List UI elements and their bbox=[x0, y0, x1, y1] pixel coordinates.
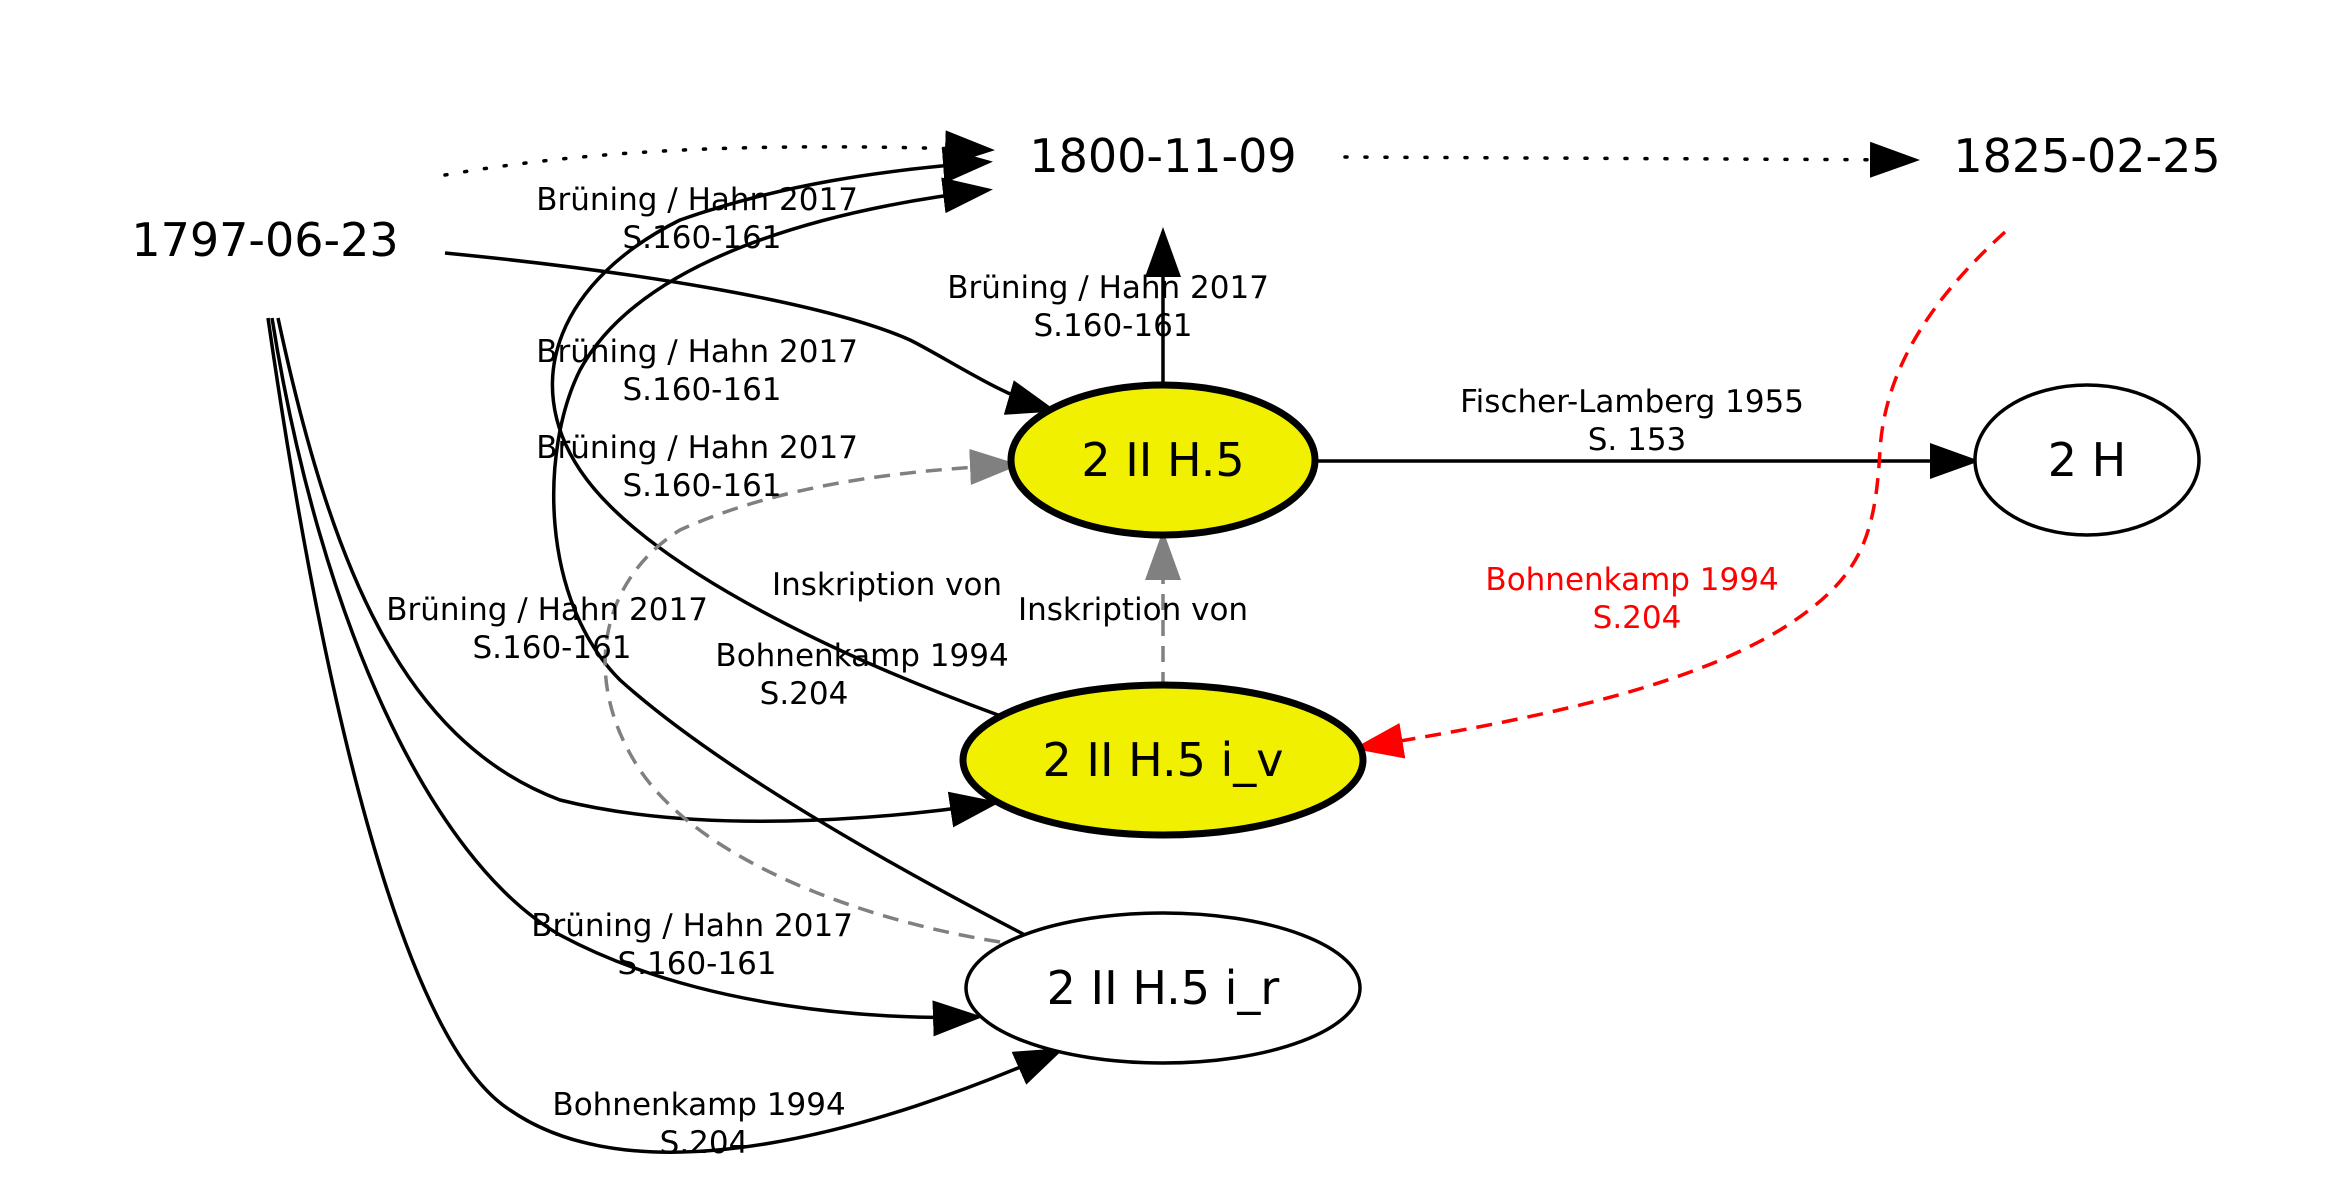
label-bh-3: Brüning / Hahn 2017 S.160-161 bbox=[536, 430, 868, 504]
edge-1797-to-h5ir-b bbox=[266, 317, 1065, 1154]
edge-1797-to-h5iv bbox=[276, 317, 1000, 828]
date-node-1825: 1825-02-25 bbox=[1953, 129, 2220, 183]
label-inskription-2: Inskription von bbox=[1018, 592, 1248, 628]
label-fischer-lamberg: Fischer-Lamberg 1955 S. 153 bbox=[1460, 384, 1814, 458]
label-bh-4: Brüning / Hahn 2017 S.160-161 bbox=[386, 592, 718, 666]
node-h5[interactable]: 2 II H.5 bbox=[1007, 381, 1319, 539]
edge-1800-to-1825-dotted bbox=[1343, 141, 1920, 178]
label-bh-h5-1800: Brüning / Hahn 2017 S.160-161 bbox=[947, 270, 1279, 344]
node-h5ir-label: 2 II H.5 i_r bbox=[1047, 961, 1280, 1015]
date-node-1800: 1800-11-09 bbox=[1029, 129, 1296, 183]
node-2h[interactable]: 2 H bbox=[1973, 383, 2201, 537]
label-bh-1: Brüning / Hahn 2017 S.160-161 bbox=[536, 182, 868, 256]
node-h5iv[interactable]: 2 II H.5 i_v bbox=[959, 681, 1367, 839]
edge-1797-to-1800-dotted bbox=[443, 130, 995, 177]
label-bh-5: Brüning / Hahn 2017 S.160-161 bbox=[531, 908, 863, 982]
edge-1797-to-h5 bbox=[444, 251, 1057, 415]
node-h5ir[interactable]: 2 II H.5 i_r bbox=[964, 911, 1362, 1065]
edge-h5iv-to-1800 bbox=[550, 147, 999, 717]
node-h5iv-label: 2 II H.5 i_v bbox=[1043, 733, 1284, 787]
edge-1825-to-h5iv-red bbox=[1353, 230, 2007, 759]
label-bk-2: Bohnenkamp 1994 S.204 bbox=[552, 1087, 855, 1161]
date-node-1797: 1797-06-23 bbox=[131, 213, 398, 267]
label-inskription-1: Inskription von bbox=[772, 567, 1002, 603]
node-2h-label: 2 H bbox=[2048, 433, 2126, 487]
edge-h5ir-to-1800 bbox=[551, 177, 1026, 937]
label-bh-2: Brüning / Hahn 2017 S.160-161 bbox=[536, 334, 868, 408]
node-h5-label: 2 II H.5 bbox=[1081, 433, 1244, 487]
edge-1797-to-h5ir-a bbox=[270, 317, 983, 1037]
label-bk-1: Bohnenkamp 1994 S.204 bbox=[715, 638, 1018, 712]
label-bk-red: Bohnenkamp 1994 S.204 bbox=[1485, 562, 1788, 636]
